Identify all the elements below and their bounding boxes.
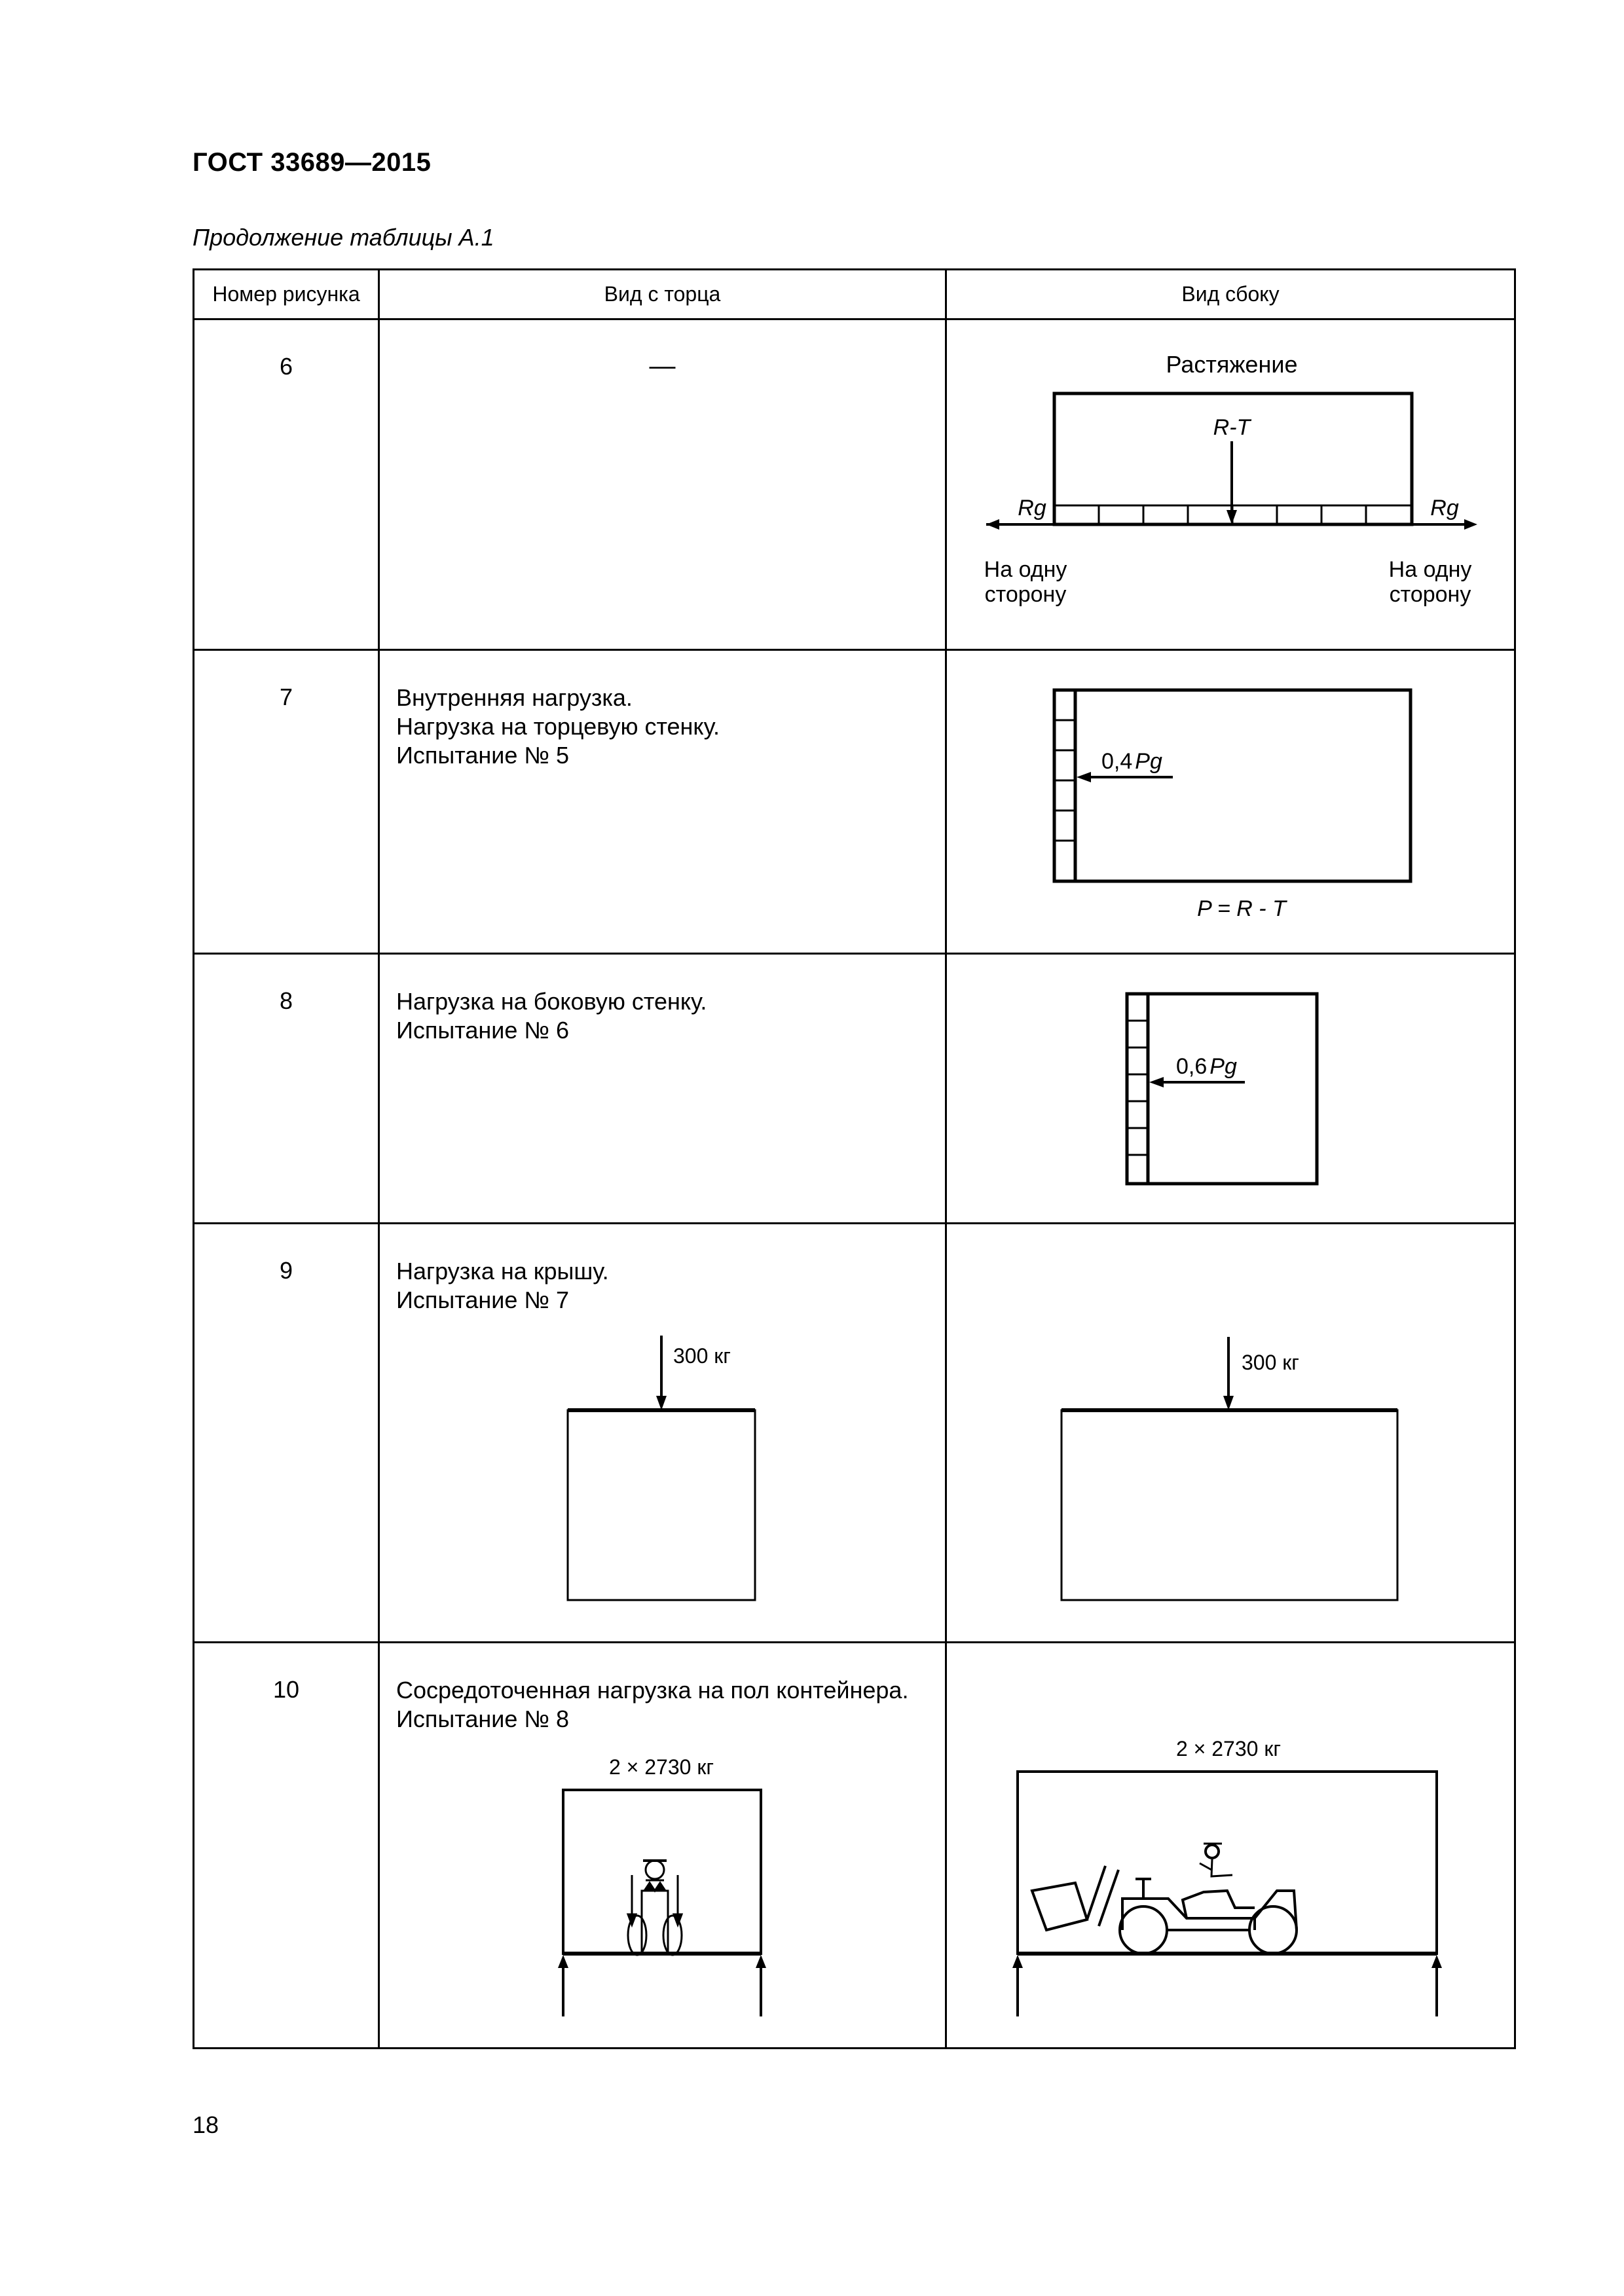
tension-diagram: Растяжение R-T [984, 351, 1477, 607]
right-note-line1: На одну [1389, 557, 1472, 582]
table-row: 7 Внутренняя нагрузка. Нагрузка на торце… [193, 649, 1516, 955]
description-line: Испытание № 8 [396, 1705, 570, 1732]
page-number: 18 [193, 2111, 219, 2138]
figure-number: 8 [193, 953, 380, 1224]
table-header-row: Номер рисунка Вид с торца Вид сбоку [193, 268, 1516, 320]
load-label: 2 × 2730 кг [609, 1755, 714, 1779]
side-view-cell: Растяжение R-T [945, 318, 1516, 651]
container-outline [1125, 992, 1319, 1186]
side-wall-panel [1127, 994, 1150, 1184]
support-arrow-left [1012, 1955, 1023, 2016]
test-figures-table: Номер рисунка Вид с торца Вид сбоку 6 — … [193, 268, 1516, 2049]
table-continuation-caption: Продолжение таблицы А.1 [193, 224, 494, 251]
figure-number: 9 [193, 1222, 380, 1643]
header-figure-number: Номер рисунка [193, 268, 380, 320]
description-line: Испытание № 6 [396, 1017, 570, 1044]
test-description: Сосредоточенная нагрузка на пол контейне… [396, 1676, 908, 1734]
test-description: Внутренняя нагрузка. Нагрузка на торцеву… [396, 683, 720, 770]
load-label: 300 кг [1242, 1351, 1299, 1374]
load-formula: P = R - T [1197, 896, 1287, 921]
load-arrow [1223, 1337, 1234, 1410]
right-note-line2: сторону [1390, 582, 1471, 607]
left-note-line2: сторону [985, 582, 1067, 607]
figure-number: 10 [193, 1641, 380, 2049]
header-end-view: Вид с торца [378, 268, 947, 320]
support-arrow-left [558, 1955, 568, 2016]
document-standard-header: ГОСТ 33689—2015 [193, 148, 432, 177]
force-arrow [1077, 772, 1173, 782]
empty-dash: — [649, 352, 676, 380]
left-force-label: Rg [1018, 496, 1046, 520]
down-arrow [1227, 441, 1237, 524]
left-arrow [986, 519, 1054, 530]
table-row: 10 Сосредоточенная нагрузка на пол конте… [193, 1641, 1516, 2049]
description-line: Нагрузка на торцевую стенку. [396, 713, 720, 740]
description-line: Испытание № 5 [396, 742, 570, 769]
description-line: Сосредоточенная нагрузка на пол контейне… [396, 1677, 909, 1704]
load-arrow [656, 1336, 667, 1410]
figure-number: 7 [193, 649, 380, 955]
end-view-cell: — [378, 318, 947, 651]
side-view-cell: 300 кг [945, 1222, 1516, 1643]
floor-load-side-diagram: 2 × 2730 кг [1012, 1737, 1442, 2016]
support-arrow-right [1431, 1955, 1442, 2016]
support-arrow-right [756, 1955, 766, 2016]
left-note-line1: На одну [984, 557, 1067, 582]
container-outline [1060, 1409, 1399, 1601]
container-outline [566, 1409, 756, 1601]
forklift-front-icon [626, 1859, 684, 1956]
end-view-cell: Сосредоточенная нагрузка на пол контейне… [378, 1641, 947, 2049]
description-line: Нагрузка на боковую стенку. [396, 988, 707, 1015]
table-row: 9 Нагрузка на крышу. Испытание № 7 300 к… [193, 1222, 1516, 1643]
description-line: Внутренняя нагрузка. [396, 684, 633, 711]
forklift-side-icon [1030, 1842, 1298, 1955]
figure-number: 6 [193, 318, 380, 651]
description-line: Нагрузка на крышу. [396, 1258, 609, 1285]
load-label: 2 × 2730 кг [1176, 1737, 1281, 1760]
end-view-cell: Нагрузка на крышу. Испытание № 7 300 кг [378, 1222, 947, 1643]
table-row: 8 Нагрузка на боковую стенку. Испытание … [193, 953, 1516, 1224]
right-force-label: Rg [1430, 496, 1459, 520]
container-outline [562, 1789, 762, 1955]
roof-load-side-diagram: 300 кг [1060, 1337, 1399, 1601]
test-description: Нагрузка на боковую стенку. Испытание № … [396, 987, 707, 1045]
center-force-label: R-T [1213, 415, 1252, 440]
description-line: Испытание № 7 [396, 1286, 570, 1313]
container-outline [1052, 688, 1412, 883]
container-outline [1016, 1770, 1438, 1955]
floor-load-end-diagram: 2 × 2730 кг [558, 1755, 766, 2016]
test-description: Нагрузка на крышу. Испытание № 7 [396, 1257, 609, 1315]
table-row: 6 — Растяжение [193, 318, 1516, 651]
roof-load-end-diagram: 300 кг [566, 1336, 756, 1601]
right-arrow [1412, 519, 1477, 530]
tension-title: Растяжение [1166, 351, 1298, 378]
end-view-cell: Внутренняя нагрузка. Нагрузка на торцеву… [378, 649, 947, 955]
side-view-cell: 2 × 2730 кг [945, 1641, 1516, 2049]
end-wall-panel [1054, 690, 1077, 881]
load-label: 300 кг [673, 1344, 731, 1368]
end-view-cell: Нагрузка на боковую стенку. Испытание № … [378, 953, 947, 1224]
force-arrow [1149, 1077, 1245, 1087]
header-side-view: Вид сбоку [945, 268, 1516, 320]
